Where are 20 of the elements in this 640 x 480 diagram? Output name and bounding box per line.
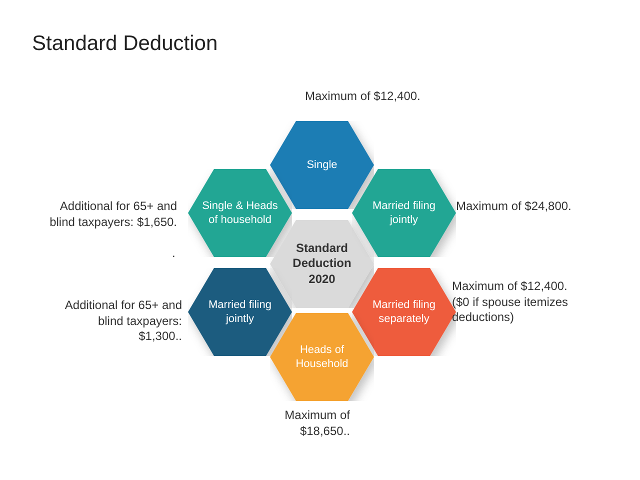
tile-label: Married filing jointly	[208, 298, 272, 326]
hexagon-tile	[270, 313, 374, 401]
hexagon-tile	[352, 169, 456, 257]
title: Standard Deduction	[32, 32, 218, 56]
hexagon-tile	[188, 268, 292, 356]
tile-label: Married filing jointly	[372, 198, 436, 228]
annotation-text: Maximum of $12,400.	[305, 89, 422, 105]
tile-label: Married filing separately	[372, 298, 436, 326]
tile-label: Heads of Household	[294, 342, 350, 372]
annotation-text: Maximum of $24,800.	[456, 199, 572, 215]
hexagon-tile	[188, 169, 292, 257]
annotation-text: Additional for 65+ and blind taxpayers: $1,300..	[64, 298, 182, 345]
annotation-text: Maximum of $12,400. ($0 if spouse itemizes deductions)	[452, 279, 570, 326]
annotation-text: Additional for 65+ and blind taxpayers: $1,650.	[48, 199, 177, 230]
hexagon-tile	[270, 220, 374, 308]
tile-label: Single & Heads of household	[202, 198, 278, 228]
annotation-text: Maximum of $18,650..	[284, 408, 350, 440]
tile-label: Standard Deduction 2020	[292, 240, 352, 288]
note-text: .	[172, 246, 176, 262]
tile-label: Single	[306, 158, 338, 172]
